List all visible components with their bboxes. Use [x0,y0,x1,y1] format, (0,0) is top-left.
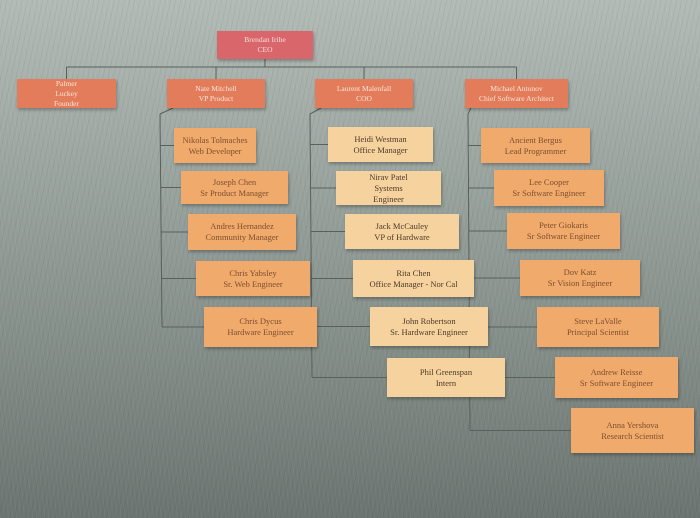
person-name: John Robertson [402,315,456,326]
person-title: Luckey [55,88,78,98]
person-title: Community Manager [205,232,279,242]
person-title: Sr Software Engineer [579,377,654,388]
person-name: Nikolas Tolmaches [182,134,248,145]
person-title: Sr. Web Engineer [223,278,283,289]
person-name: Lee Cooper [529,177,569,187]
person-name: Nate Mitchell [195,83,237,93]
person-title: VP of Hardware [374,231,430,242]
person-title: Intern [435,377,457,388]
person-title: Office Manager - Nor Cal [369,278,458,289]
person-name: Michael Antonov [490,83,543,93]
person-title: Web Developer [188,145,242,156]
person-name: Joseph Chen [212,176,257,187]
person-name: Chris Yabsley [229,267,277,278]
person-name: Steve LaValle [574,316,622,326]
person-name: Andres Hernandez [210,221,274,231]
person-title: CEO [257,45,273,54]
person-title: Engineer [373,193,404,204]
person-title: Sr Software Engineer [526,231,601,241]
person-title: Hardware Engineer [227,327,294,337]
person-name: Dov Katz [563,267,597,277]
person-name: Heidi Westman [354,133,407,144]
person-title: Founder [54,98,79,108]
trunk-start-nate [159,107,174,115]
person-name: Anna Yershova [606,419,659,430]
person-title: Chief Software Architect [479,93,554,103]
person-name: Jack McCauley [375,220,429,231]
person-name: Chris Dycus [239,316,282,326]
person-name: Phil Greenspan [419,366,473,377]
person-name: Ancient Bergus [509,134,562,145]
trunk-start-laurent [309,107,322,115]
person-title: Lead Programmer [504,145,567,156]
person-title: Principal Scientist [566,327,630,337]
trunk-start-michael [467,107,472,115]
person-title: Sr Product Manager [200,187,269,198]
person-title: Systems [374,182,403,193]
person-title: Research Scientist [601,430,664,441]
person-title: Sr Software Engineer [512,188,586,198]
person-name: Palmer [55,78,78,88]
person-name: Nirav Patel [369,171,408,182]
person-title: COO [356,93,372,103]
person-title: Sr. Hardware Engineer [390,326,468,337]
person-name: Rita Chen [396,267,431,278]
person-title: VP Product [198,93,234,103]
person-name: Andrew Reisse [590,366,643,377]
person-name: Brendan Iribe [244,35,286,44]
person-title: Sr Vision Engineer [547,278,613,288]
trunk-line-nate [159,113,163,328]
person-name: Peter Giokaris [539,220,588,230]
person-title: Office Manager [353,144,408,155]
person-name: Laurent Malenfall [336,83,392,93]
